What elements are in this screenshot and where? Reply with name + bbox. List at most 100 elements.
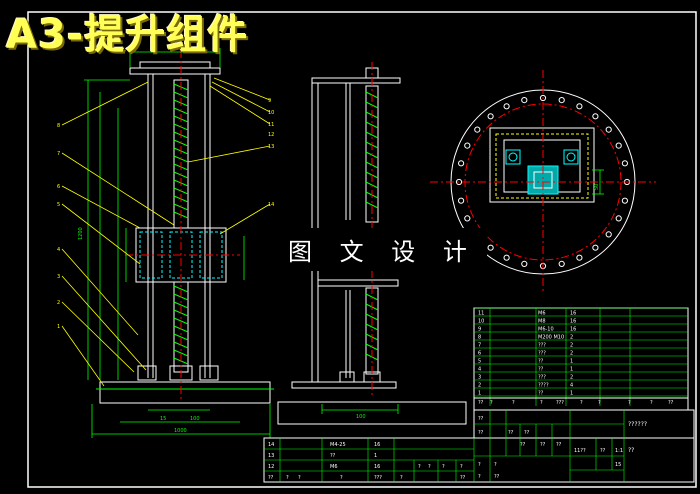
balloon-6: 6 [57,184,60,190]
tb-header-0: ?? [268,475,274,481]
bolt-hole [487,244,494,251]
side-view: 100 [277,62,467,425]
tb-mid-1: ?? [478,430,484,436]
tb-header-3: ? [340,475,343,481]
tb-sheet: 11?? [574,448,586,454]
balloon-3: 3 [57,274,60,280]
parts-header-cell: ? [628,400,631,406]
tb-sign-4: ?? [494,474,500,480]
tb-row14-no: 14 [268,442,274,448]
parts-row-no: 2 [478,383,481,389]
balloon-8: 8 [57,123,60,129]
bolt-hole [558,97,565,104]
title-block: 14 M4-25 16 13 ?? 1 12 M6 16 ?? ? ? ? ??… [263,409,695,483]
tb-sign-3: ?? [520,442,526,448]
tb-header-7: ? [428,464,431,470]
tb-header-2: ? [298,475,301,481]
balloon-11: 11 [268,122,274,128]
parts-row-name: M6 [538,311,546,317]
parts-header-cell: ? [540,400,543,406]
dim-overall-height: 1200 [78,227,84,240]
dim-mid-height: 50 [594,184,600,190]
balloon-7: 7 [57,151,60,157]
parts-row-qty: 2 [570,343,573,349]
tb-header-1: ? [286,475,289,481]
parts-row-no: 10 [478,319,484,325]
tb-row13-spec: ?? [330,453,336,459]
bolt-hole [464,142,471,149]
parts-row-no: 6 [478,351,481,357]
bolt-hole [576,254,583,261]
bolt-hole [605,126,612,133]
parts-row-no: 9 [478,327,481,333]
balloon-5: 5 [57,202,60,208]
front-view: 44 15 100 1000 1200 8 7 6 5 4 3 2 1 9 [57,46,274,438]
parts-header-cell: ? [490,400,493,406]
parts-row-no: 5 [478,359,481,365]
balloon-9: 9 [268,98,271,104]
tb-header-4: ??? [374,475,382,481]
bolt-hole [521,260,528,267]
bolt-hole [621,197,629,204]
tb-row14-spec: M4-25 [330,442,346,448]
parts-header-cell: ??? [556,400,564,406]
leaders-left [61,77,271,387]
parts-row-qty: 2 [570,335,573,341]
balloon-10: 10 [268,110,274,116]
parts-row-qty: 16 [570,319,576,325]
top-view: 50 [430,70,656,292]
parts-row-qty: 2 [570,351,573,357]
dim-base-2: 100 [190,416,200,422]
tb-header-5: ? [400,475,403,481]
parts-row-name: ???? [538,383,549,389]
balloon-13: 13 [268,144,274,150]
watermark-text: 图 文 设 计 [278,228,487,271]
parts-row-no: 8 [478,335,481,341]
parts-header-cell: ? [580,400,583,406]
parts-row-name: ?? [538,391,544,397]
bolt-hole [615,215,622,222]
parts-row-name: M6-10 [538,327,554,333]
parts-row-name: ??? [538,343,546,349]
parts-header-cell: ? [598,400,601,406]
bolt-hole [458,197,465,204]
tb-sign-1: ? [478,474,481,480]
tb-row13-no: 13 [268,453,274,459]
tb-row14-qty: 16 [374,442,380,448]
bolt-hole [592,113,599,120]
parts-row-no: 4 [478,367,481,373]
tb-company: ?? [628,447,634,454]
tb-scale: 1:1 [615,448,623,454]
bolt-hole [455,178,463,186]
tb-scale-label: ?? [600,448,606,454]
bolt-hole [458,160,465,167]
parts-row-name: ??? [538,375,546,381]
tb-row12-qty: 16 [374,464,380,470]
bolt-hole [464,215,471,222]
drawing-title: A3-提升组件 [6,12,249,58]
bolt-hole [539,94,547,102]
tb-mid-3: ?? [524,430,530,436]
bolt-hole [521,97,528,104]
tb-sign-0: ? [478,462,481,468]
balloon-14: 14 [268,202,274,208]
tb-row13-qty: 1 [374,453,377,459]
parts-row-name: M8 [538,319,546,325]
bolt-hole [576,103,583,110]
bolt-hole [558,260,565,267]
tb-header-10: ?? [460,475,466,481]
parts-row-no: 11 [478,311,484,317]
dim-top-width: 44 [175,46,181,52]
parts-header-cell: ? [512,400,515,406]
bolt-hole [503,254,510,261]
tb-mid-5: ?? [556,442,562,448]
parts-row-qty: 4 [570,383,573,389]
bolt-hole [592,244,599,251]
parts-header-cell: ? [650,400,653,406]
tb-sign-2: ? [494,462,497,468]
parts-row-qty: 1 [570,359,573,365]
tb-mid-2: ?? [508,430,514,436]
parts-row-name: ?? [538,359,544,365]
balloon-2: 2 [57,300,60,306]
